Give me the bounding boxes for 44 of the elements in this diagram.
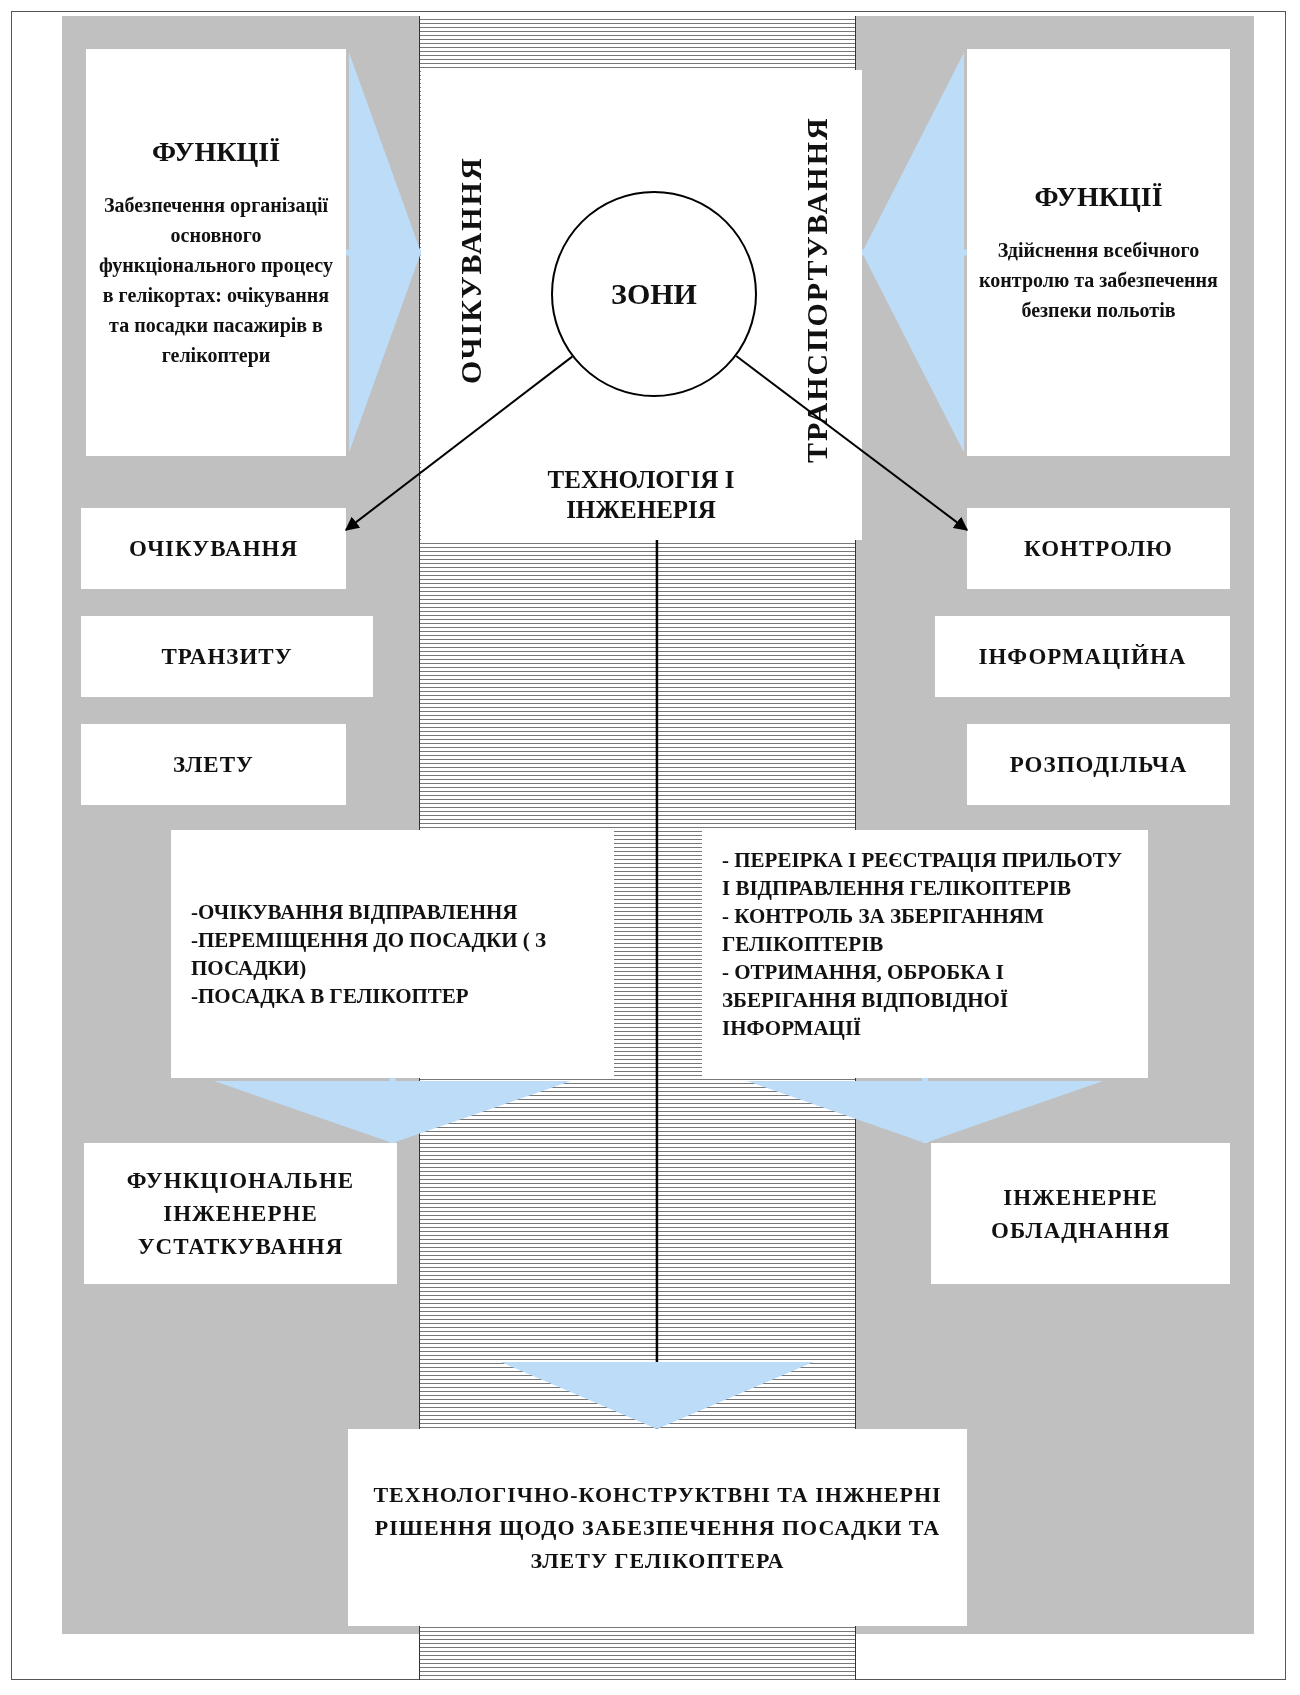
zone-title: ЗОНИ: [611, 277, 697, 311]
body-text: Забезпечення організації основного функціонального процесу в гелікортах: очікування та посадки пасажирів в гелікоптери: [98, 192, 334, 369]
chevron-arrow: [747, 1078, 1103, 1143]
zone-label: ІНФОРМАЦІЙНА: [978, 643, 1187, 671]
zone-card: [81, 508, 346, 589]
zone-card: [84, 1143, 397, 1284]
zone-card: [931, 1143, 1230, 1284]
zone-label: ФУНКЦІОНАЛЬНЕ ІНЖЕНЕРНЕ УСТАТКУВАННЯ: [125, 1167, 356, 1261]
chevron-arrow: [862, 52, 967, 453]
zone-card: [81, 724, 346, 805]
chevron-arrow: [346, 52, 421, 453]
zone-label: ЗЛЕТУ: [173, 751, 254, 779]
list-item: - ОТРИМАННЯ, ОБРОБКА І ЗБЕРІГАННЯ ВІДПОВІДНОЇ ІНФОРМАЦІЇ: [722, 959, 1010, 1042]
zone-label: КОНТРОЛЮ: [1024, 535, 1173, 563]
arrow: [344, 355, 574, 531]
arrow: [735, 355, 969, 531]
heading-text: ФУНКЦІЇ: [151, 135, 281, 168]
body-text: Здійснення всебічного контролю та забезпечення безпеки польотів: [978, 237, 1219, 323]
zone-label: ОЧІКУВАННЯ: [128, 535, 299, 563]
heading-text: ФУНКЦІЇ: [1034, 180, 1163, 213]
zone-label: ТРАНЗИТУ: [161, 643, 293, 671]
zone-panel: [421, 70, 862, 540]
vertical-label: ТРАНСПОРТУВАННЯ: [799, 115, 834, 466]
arrow: [500, 540, 814, 1429]
list-item: - КОНТРОЛЬ ЗА ЗБЕРІГАННЯМ ГЕЛІКОПТЕРІВ: [722, 903, 1045, 958]
zone-card: [81, 616, 373, 697]
zone-label: РОЗПОДІЛЬЧА: [1009, 751, 1188, 779]
zone-card: [967, 724, 1230, 805]
list-item: - ПЕРЕІРКА І РЕЄСТРАЦІЯ ПРИЛЬОТУ І ВІДПРАВЛЕННЯ ГЕЛІКОПТЕРІВ: [722, 847, 1124, 902]
result-text: ТЕХНОЛОГІЧНО-КОНСТРУКТВНІ ТА ІНЖНЕРНІ РІШЕННЯ ЩОДО ЗАБЕЗПЕЧЕННЯ ПОСАДКИ ТА ЗЛЕТУ ГЕЛІКОПТЕРА: [372, 1481, 943, 1575]
vertical-label: ОЧІКУВАННЯ: [453, 155, 488, 386]
result-card: [348, 1429, 967, 1626]
function-card: [86, 49, 346, 456]
zone-card: [967, 508, 1230, 589]
list-card: [702, 830, 1148, 1078]
list-item: -ПЕРЕМІЩЕННЯ ДО ПОСАДКИ ( З ПОСАДКИ): [191, 927, 548, 982]
list-card: [171, 830, 614, 1078]
zone-label: ІНЖЕНЕРНЕ ОБЛАДНАННЯ: [990, 1183, 1171, 1245]
function-card: [967, 49, 1230, 456]
list-item: -ОЧІКУВАННЯ ВІДПРАВЛЕННЯ: [191, 899, 518, 926]
center-label: ТЕХНОЛОГІЯ І ІНЖЕНЕРІЯ: [546, 465, 736, 525]
zone-card: [935, 616, 1230, 697]
list-item: -ПОСАДКА В ГЕЛІКОПТЕР: [191, 983, 469, 1010]
chevron-arrow: [214, 1078, 571, 1143]
